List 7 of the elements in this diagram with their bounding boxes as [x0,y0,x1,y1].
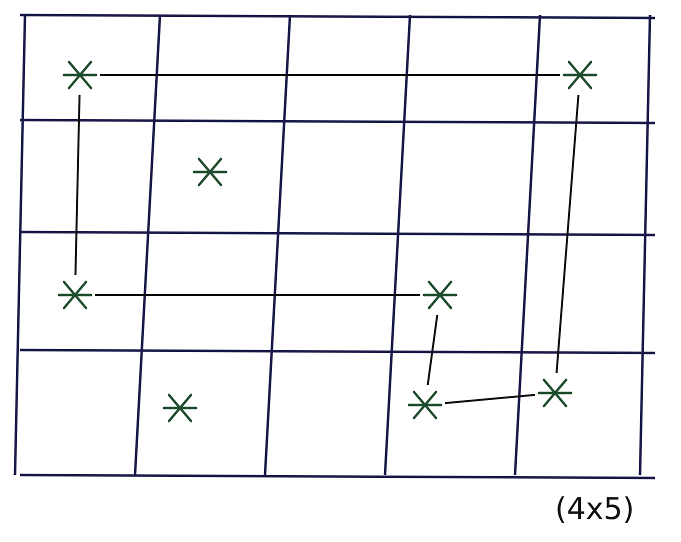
connector-line [95,294,420,296]
grid-size-note: (4x5) [555,492,634,527]
connector-line [444,394,536,404]
connector-line [426,314,438,386]
connector-line [74,94,81,276]
connector-line [100,74,560,76]
connector-line [556,94,580,374]
